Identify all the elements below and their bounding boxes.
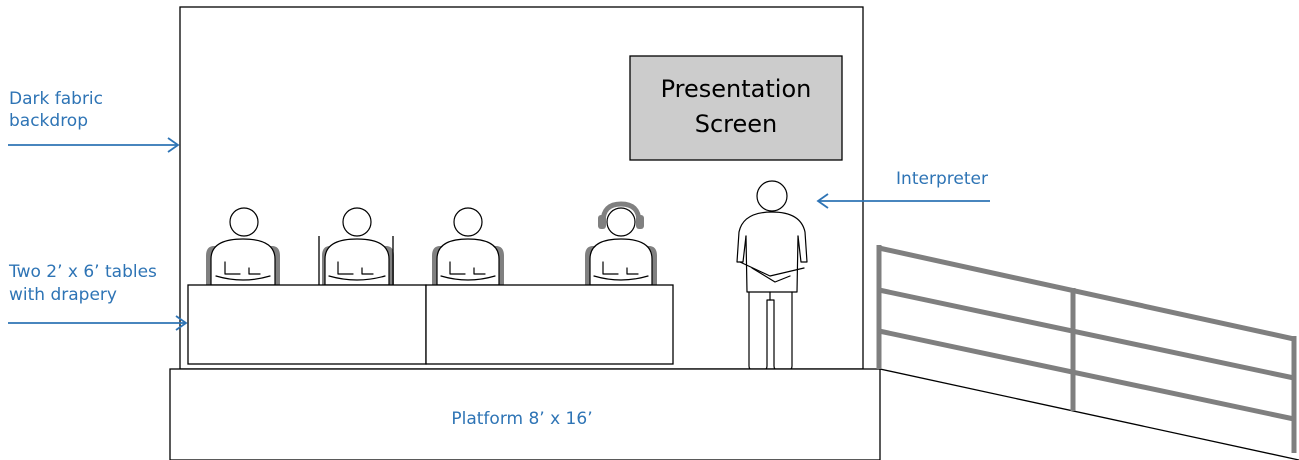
tables-label-line1: Two 2’ x 6’ tables [8, 262, 157, 282]
seated-person-1 [206, 207, 280, 286]
seated-person-2 [318, 207, 394, 286]
interpreter-callout: Interpreter [816, 169, 990, 209]
table-left [187, 284, 427, 365]
presentation-screen: Presentation Screen [629, 55, 843, 161]
ramp [876, 245, 1299, 460]
tables-label-line2: with drapery [9, 285, 117, 305]
seated-person-3 [432, 207, 504, 286]
tables-callout: Two 2’ x 6’ tables with drapery [8, 262, 188, 331]
platform: Platform 8’ x 16’ [169, 368, 881, 460]
interpreter-label: Interpreter [896, 169, 988, 189]
screen-label-line2: Screen [695, 110, 778, 138]
screen-label-line1: Presentation [661, 75, 812, 103]
backdrop-label-line2: backdrop [9, 111, 88, 131]
tables [187, 284, 674, 365]
platform-label: Platform 8’ x 16’ [451, 409, 592, 429]
table-right [425, 284, 674, 365]
seated-person-4 [585, 201, 657, 286]
backdrop-label-line1: Dark fabric [9, 89, 103, 109]
backdrop-callout: Dark fabric backdrop [8, 89, 180, 153]
ramp-railing [876, 245, 1297, 453]
